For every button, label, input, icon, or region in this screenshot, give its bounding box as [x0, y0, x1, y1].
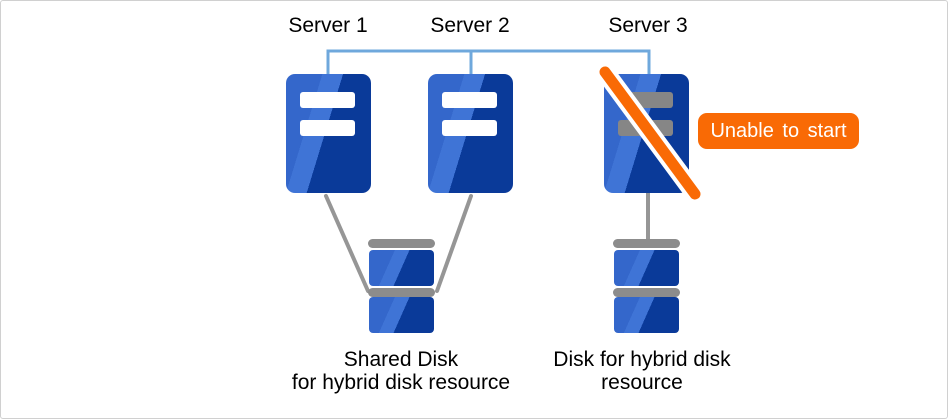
server-1-label: Server 1 [288, 14, 368, 37]
hybrid-disk-label: Disk for hybrid disk resource [527, 348, 757, 394]
server-2-icon [428, 74, 513, 193]
disk-unit [614, 250, 679, 286]
shared-disk-label-line2: for hybrid disk resource [291, 371, 511, 394]
disk-platter-bar [613, 239, 680, 248]
disk-unit [369, 250, 434, 286]
shared-disk-label-line1: Shared Disk [343, 348, 459, 371]
connector-server1-shared-disk [324, 194, 370, 293]
server-slot-bar [618, 92, 673, 108]
disk-unit [369, 297, 434, 333]
server-slot-bar [442, 120, 497, 136]
server-slot-bar [300, 92, 355, 108]
connector-server2-shared-disk [435, 194, 473, 293]
unable-to-start-badge: Unable to start [698, 113, 859, 149]
server-slot-bar [300, 120, 355, 136]
network-interconnect-line [326, 49, 651, 74]
server-1-icon [286, 74, 371, 193]
disk-platter-bar [368, 288, 435, 297]
server-3-icon-offline [604, 74, 689, 193]
server-2-label: Server 2 [430, 14, 510, 37]
shared-disk-label: Shared Disk for hybrid disk resource [286, 348, 516, 394]
disk-platter-bar [613, 288, 680, 297]
disk-platter-bar [368, 239, 435, 248]
disk-unit [614, 297, 679, 333]
server-slot-bar [442, 92, 497, 108]
server-slot-bar [618, 120, 673, 136]
server-3-label: Server 3 [608, 14, 688, 37]
hybrid-disk-label-line1: Disk for hybrid disk [553, 348, 731, 371]
hybrid-disk-label-line2: resource [601, 371, 683, 394]
